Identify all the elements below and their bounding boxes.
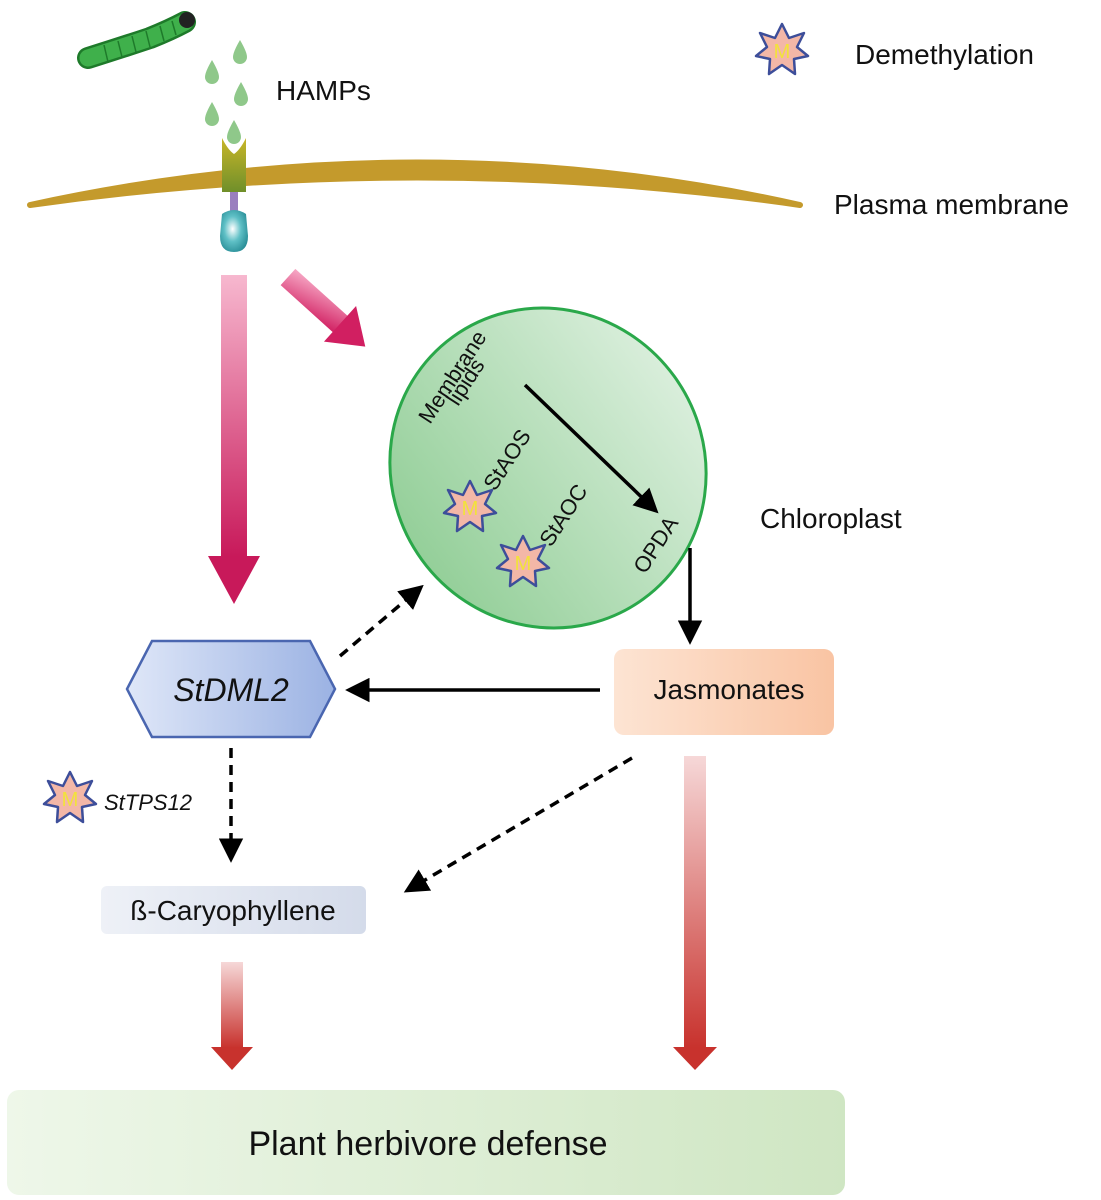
stdml2-label: StDML2 (173, 672, 289, 708)
jasmonates-label: Jasmonates (654, 674, 805, 705)
pink-down-arrow (208, 275, 260, 604)
plasma-membrane (27, 159, 803, 208)
demethylation-label: Demethylation (855, 39, 1034, 70)
staoc-star-icon: M (495, 534, 551, 588)
plasma-membrane-label: Plasma membrane (834, 189, 1069, 220)
jasmonates-box (614, 649, 834, 735)
hamp-droplet-icon (205, 40, 248, 144)
staos-star-icon: M (442, 479, 498, 533)
jasmonates-to-caryophyllene-dashed-arrow (403, 756, 633, 893)
defense-box (7, 1090, 845, 1195)
caterpillar-icon (77, 11, 196, 69)
svg-text:M: M (515, 553, 532, 575)
hamps-label: HAMPs (276, 75, 371, 106)
sttps12-star-icon: M (42, 770, 98, 824)
stdml2-to-chloroplast-dashed-arrow (338, 584, 424, 658)
caryophyllene-to-defense-arrow (211, 962, 253, 1070)
svg-text:M: M (62, 789, 79, 811)
receptor-icon (220, 138, 248, 252)
stdml2-hexagon (125, 639, 337, 739)
caryophyllene-box (101, 886, 366, 934)
jasmonates-to-defense-arrow (673, 756, 717, 1070)
chloroplast-label: Chloroplast (760, 503, 902, 534)
defense-label: Plant herbivore defense (248, 1125, 607, 1163)
lipids-to-opda-arrow (523, 383, 659, 514)
chloroplast (388, 306, 708, 630)
svg-text:M: M (774, 41, 791, 63)
caryophyllene-label: ß-Caryophyllene (130, 895, 335, 926)
svg-text:M: M (462, 498, 479, 520)
pink-diagonal-arrow (280, 268, 366, 347)
demethylation-star-icon: M (754, 22, 810, 76)
sttps12-label: StTPS12 (104, 790, 192, 815)
